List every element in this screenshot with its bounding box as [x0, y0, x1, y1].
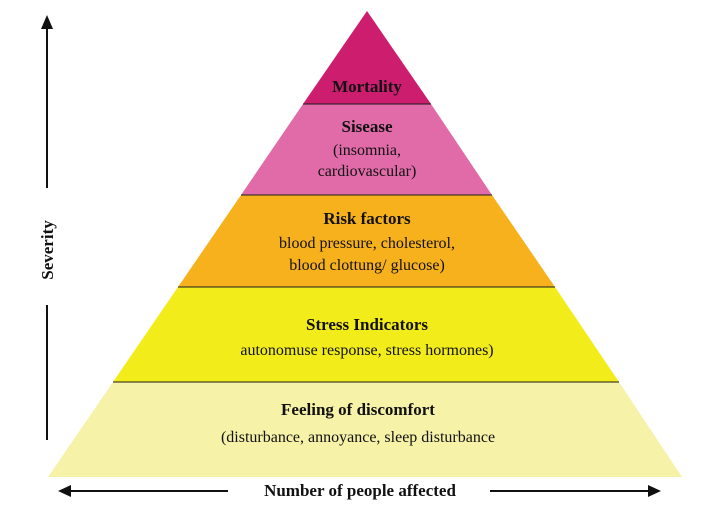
- disease-line-1: (insomnia,: [333, 142, 401, 159]
- disease-line-2: cardiovascular): [318, 163, 417, 180]
- risk-factors-title: Risk factors: [323, 209, 411, 228]
- tier-feeling-of-discomfort: [48, 382, 682, 477]
- tier-risk-factors: [178, 195, 555, 287]
- arrow-right-icon: [648, 485, 661, 497]
- risk-factors-line-1: blood pressure, cholesterol,: [279, 235, 455, 252]
- stress-indicators-title: Stress Indicators: [306, 315, 428, 334]
- tier-disease: [241, 104, 492, 195]
- discomfort-line-1: (disturbance, annoyance, sleep disturban…: [221, 429, 495, 446]
- risk-factors-line-2: blood clottung/ glucose): [289, 257, 445, 274]
- tier-stress-indicators: [113, 287, 619, 382]
- arrow-left-icon: [58, 485, 71, 497]
- people-affected-axis: Number of people affected: [58, 481, 661, 500]
- tier-mortality: [303, 11, 431, 104]
- stress-indicators-line-1: autonomuse response, stress hormones): [240, 342, 493, 359]
- people-affected-label: Number of people affected: [264, 481, 456, 500]
- mortality-title: Mortality: [332, 77, 402, 96]
- arrow-up-icon: [41, 15, 53, 29]
- severity-axis: Severity: [38, 15, 57, 440]
- disease-title: Sisease: [342, 117, 393, 136]
- severity-label: Severity: [38, 220, 57, 280]
- discomfort-title: Feeling of discomfort: [281, 400, 435, 419]
